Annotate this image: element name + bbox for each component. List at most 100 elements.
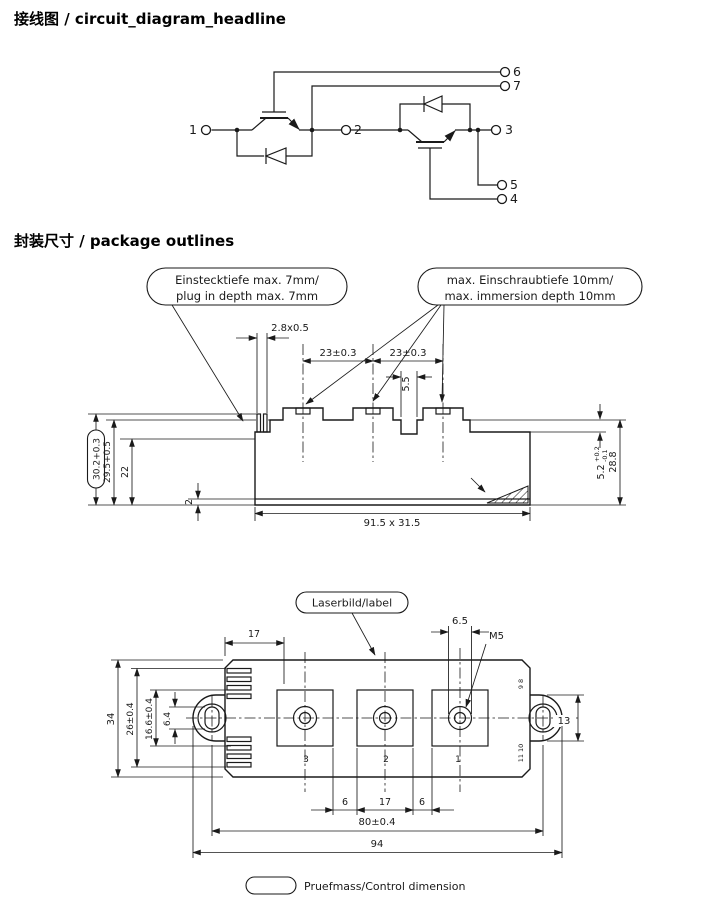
dim-terminal-pitch: 23±0.3 23±0.3	[302, 348, 444, 364]
diode1-path-a	[236, 130, 264, 157]
aux-rail-5	[477, 130, 498, 186]
plug-tab-1	[256, 413, 262, 433]
diode1-triangle	[264, 147, 287, 165]
terminal-5-label: 5	[510, 177, 518, 192]
diode1-path-b	[286, 130, 313, 157]
aux-pin-slots-bottom	[226, 736, 252, 768]
dim-slot-label: 5.5	[401, 376, 412, 391]
dim-slot: 5.5	[386, 371, 432, 417]
dim-height-body-label: 22	[120, 466, 131, 478]
terminal-2-label: 2	[354, 122, 362, 137]
dim-height-deck: 28.8	[608, 419, 623, 506]
callout-immersion-leader-1	[305, 304, 439, 405]
dim-width-pins-label: 26±0.4	[126, 702, 136, 736]
dim-width-overall: 34	[106, 659, 223, 778]
dim-plug-tab: 2.8x0.5	[236, 323, 309, 413]
diode2-path-b	[442, 103, 471, 130]
control-dimension-text: Pruefmass/Control dimension	[304, 880, 465, 893]
dim-length-overall: 94	[192, 726, 563, 858]
dim-gap-right-label: 6	[419, 797, 425, 808]
terminal-4-label: 4	[510, 191, 518, 206]
igbt1-emitter-arrow	[287, 117, 300, 130]
dim-screw-slot-label: 6.5	[452, 616, 468, 627]
dim-step-tol-plus: +0.2	[593, 446, 601, 462]
terminal-1-label: 1	[189, 122, 197, 137]
dim-terminal-gaps: 6 17 6	[311, 748, 454, 815]
callout-label-text: Laserbild/label	[312, 597, 392, 610]
callout-plug-depth-line2: plug in depth max. 7mm	[176, 289, 318, 303]
aux-pin-slots-top	[226, 667, 252, 700]
callout-immersion-line1: max. Einschraubtiefe 10mm/	[447, 273, 614, 287]
terminal-2	[340, 124, 352, 136]
dim-step: 5.2 +0.2 -0.1	[593, 404, 609, 480]
control-dimension-symbol	[245, 876, 297, 895]
dim-step-tol-minus: -0.1	[601, 449, 609, 462]
dim-height-case: 29.5+0.5	[103, 419, 117, 506]
gate-rail-6	[273, 71, 501, 112]
aux-rail-7	[311, 85, 501, 130]
module-side-outline	[254, 407, 531, 506]
pin-labels-top: 9 8	[517, 679, 525, 689]
terminal-1	[200, 124, 212, 136]
igbt2-collector	[407, 129, 423, 143]
dim-height-overall-label: 30.2+0.3	[93, 438, 103, 480]
thread-label: M5	[489, 631, 504, 642]
gate-rail-4	[429, 148, 498, 200]
package-outlines-heading: 封装尺寸 / package outlines	[14, 232, 235, 250]
terminal-3-label: 3	[505, 122, 513, 137]
terminal-number-3: 3	[303, 755, 309, 765]
dim-length-overall-label: 94	[371, 839, 384, 850]
callout-immersion-leader-2	[372, 304, 442, 402]
dim-pitch-right-label: 23±0.3	[389, 348, 426, 359]
dim-edge-offset-label: 17	[248, 629, 260, 640]
dim-screw-slot-width: 6.5	[431, 616, 489, 714]
callout-immersion-depth: max. Einschraubtiefe 10mm/ max. immersio…	[305, 267, 643, 405]
dim-width-overall-label: 34	[106, 713, 117, 726]
dim-height-body: 22	[120, 438, 135, 506]
dim-edge-offset: 17	[224, 629, 285, 684]
dim-hole-slot-label: 6.4	[163, 712, 173, 727]
diode2-path-a	[399, 103, 424, 130]
terminal-6	[499, 66, 511, 78]
dim-width-pins: 26±0.4	[126, 667, 226, 768]
dim-gap-left-label: 6	[342, 797, 348, 808]
dim-flange-width: 13	[547, 694, 584, 742]
diode2-triangle	[422, 95, 443, 113]
junction-dot	[397, 127, 403, 133]
callout-label: Laserbild/label	[295, 591, 409, 656]
terminal-7-label: 7	[513, 78, 521, 93]
junction-dot	[467, 127, 473, 133]
terminal-6-label: 6	[513, 64, 521, 79]
junction-dot	[475, 127, 481, 133]
thread-callout: M5	[465, 631, 504, 708]
terminal-number-1: 1	[455, 755, 461, 765]
dim-baseplate-label: 2	[184, 499, 195, 505]
circuit-diagram: 1 2 3 6 7 5 4	[189, 64, 521, 206]
dim-flange-width-label: 13	[558, 716, 571, 727]
callout-immersion-line2: max. immersion depth 10mm	[444, 289, 615, 303]
pin-labels-bottom: 11 10	[517, 744, 525, 763]
terminal-5	[496, 179, 508, 191]
dim-width-inner-label: 16.6±0.4	[145, 698, 155, 740]
label-wedge-hatched	[486, 485, 529, 504]
dim-hole-slot: 6.4	[163, 692, 205, 744]
dim-terminal-width-label: 17	[379, 797, 391, 808]
plug-tab-2	[262, 413, 268, 433]
dim-footprint: 91.5 x 31.5	[254, 507, 531, 529]
package-top-view: Laserbild/label	[106, 591, 584, 858]
package-side-view: Einstecktiefe max. 7mm/ plug in depth ma…	[86, 267, 643, 529]
callout-label-leader	[351, 612, 376, 656]
module-top-outline	[224, 659, 531, 778]
terminal-4	[496, 193, 508, 205]
dim-height-deck-label: 28.8	[608, 451, 619, 472]
dim-footprint-label: 91.5 x 31.5	[364, 518, 421, 529]
dim-baseplate: 2	[184, 483, 201, 521]
igbt1-collector	[251, 117, 267, 131]
terminal-7	[499, 80, 511, 92]
dim-hole-pitch: 80±0.4	[211, 745, 544, 836]
callout-plug-leader	[171, 304, 244, 422]
junction-dot	[309, 127, 315, 133]
callout-plug-depth: Einstecktiefe max. 7mm/ plug in depth ma…	[146, 267, 348, 422]
